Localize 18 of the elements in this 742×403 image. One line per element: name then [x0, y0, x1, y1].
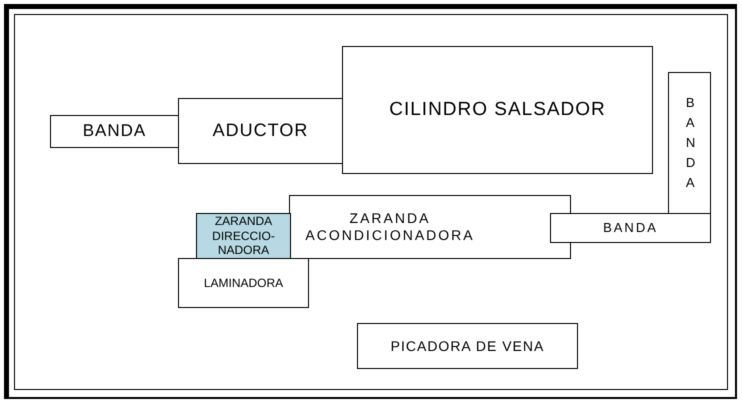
conveyor-box — [550, 213, 711, 243]
node-label: ZARANDA ACONDICIONADORA — [304, 210, 476, 244]
node-label: BANDA — [82, 121, 146, 142]
node-label: BANDA — [686, 94, 694, 192]
node-label: ADUCTOR — [212, 120, 308, 142]
node-label: PICADORA DE VENA — [390, 338, 544, 354]
machine-box — [342, 46, 653, 174]
machine-box — [178, 98, 343, 164]
node-label: LAMINADORA — [204, 276, 284, 290]
machine-box — [357, 323, 578, 369]
conveyor-box — [50, 115, 179, 148]
machine-box — [289, 195, 571, 259]
machine-box — [178, 258, 309, 308]
conveyor-box — [668, 72, 711, 214]
node-label: BANDA — [603, 220, 658, 236]
node-label: CILINDRO SALSADOR — [389, 98, 606, 122]
machine-box — [196, 213, 291, 259]
node-label: ZARANDA DIRECCIO- NADORA — [211, 214, 276, 258]
